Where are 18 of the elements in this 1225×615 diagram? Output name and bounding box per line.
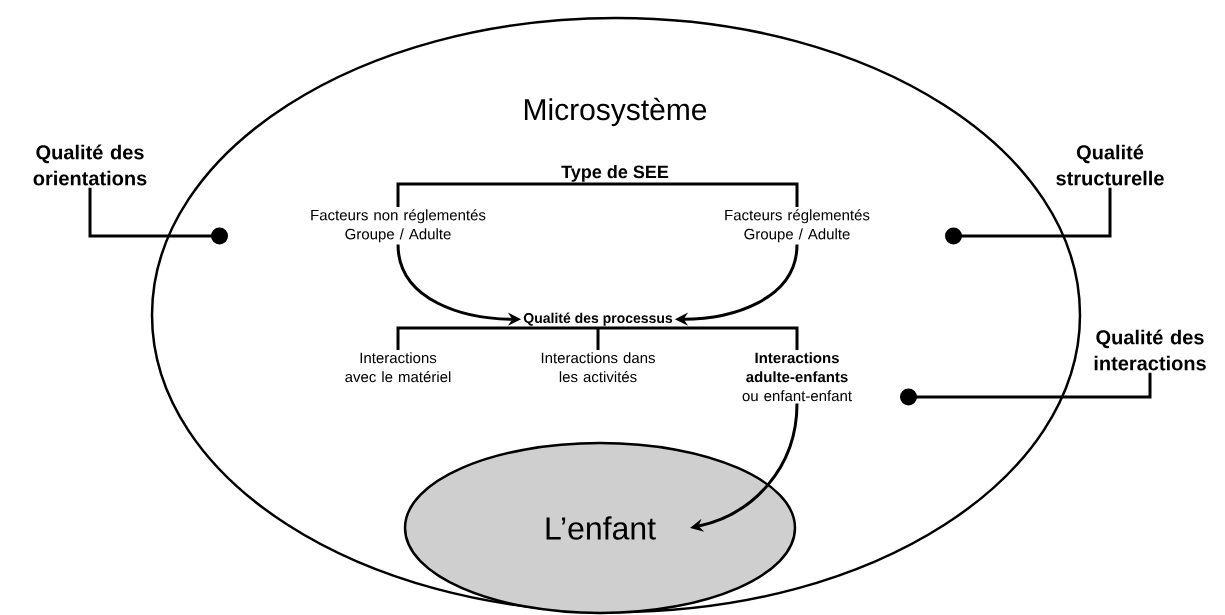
bracket-line <box>615 182 799 207</box>
leader-line <box>88 187 228 245</box>
bracket-line <box>598 326 799 350</box>
bracket-line <box>596 328 600 350</box>
heading: Qualité des processus <box>523 312 673 326</box>
bracket-line <box>396 326 598 350</box>
quality-label: Qualité structurelle <box>1056 144 1164 186</box>
heading: Type de SEE <box>561 165 669 182</box>
factor-label: Facteurs non réglementés Groupe / Adulte <box>311 209 486 243</box>
leader-line <box>900 372 1152 406</box>
factor-label: Facteurs réglementés Groupe / Adulte <box>725 209 870 243</box>
quality-label: Qualité des interactions <box>1094 329 1206 371</box>
quality-label: Qualité des orientations <box>33 144 147 186</box>
interaction-label: Interactions dans les activités <box>541 352 655 383</box>
leader-line <box>945 187 1112 245</box>
interaction-label: Interactions adulte-enfants ou enfant-enfant <box>742 352 852 402</box>
bracket-line <box>396 182 615 207</box>
interaction-label: Interactions avec le matériel <box>345 352 451 383</box>
